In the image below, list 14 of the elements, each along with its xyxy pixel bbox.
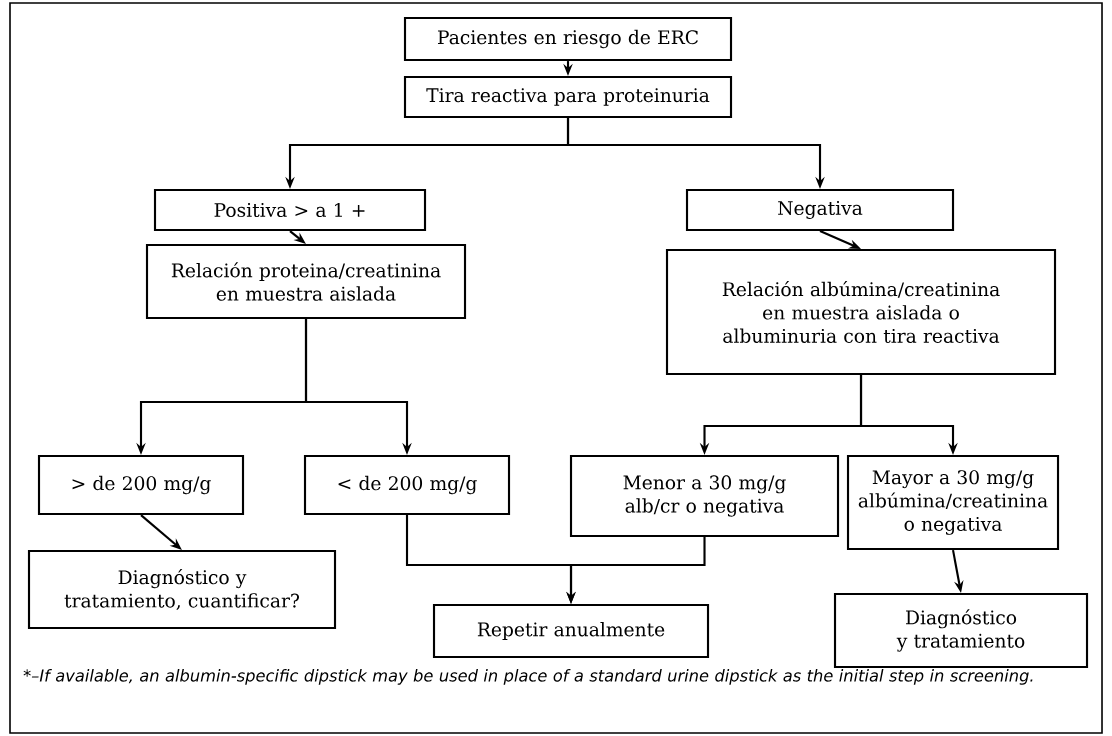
process-box: Diagnóstico y tratamiento [833, 592, 1089, 669]
process-box: < de 200 mg/g [303, 454, 511, 516]
process-box: Tira reactiva para proteinuria [403, 75, 733, 119]
footnote: *–If available, an albumin-specific dipstick may be used in place of a standard urine dipstick as the initial step in screening. [23, 669, 1033, 685]
process-box: Repetir anualmente [432, 603, 710, 659]
process-box: Mayor a 30 mg/g albúmina/creatinina o negativa [846, 454, 1060, 551]
process-box: Positiva > a 1 + [153, 188, 427, 232]
process-box: > de 200 mg/g [37, 454, 245, 516]
process-box: Menor a 30 mg/g alb/cr o negativa [569, 454, 840, 538]
process-box: Relación proteina/creatinina en muestra aislada [145, 243, 467, 320]
process-box: Pacientes en riesgo de ERC [403, 16, 733, 62]
process-box: Relación albúmina/creatinina en muestra aislada o albuminuria con tira reactiva [665, 248, 1057, 376]
process-box: Diagnóstico y tratamiento, cuantificar? [27, 549, 337, 630]
process-box: Negativa [685, 188, 955, 232]
